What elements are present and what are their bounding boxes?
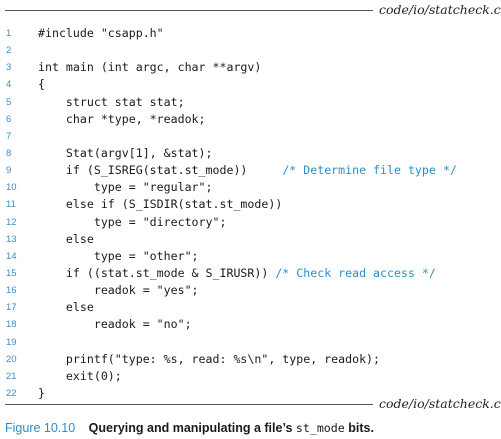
code-line: 11 else if (S_ISDIR(stat.st_mode))	[0, 196, 501, 213]
code-text: exit(0);	[38, 368, 122, 385]
line-number: 10	[6, 182, 17, 194]
code-statement: #include "csapp.h"	[38, 26, 164, 40]
code-line: 3 int main (int argc, char **argv)	[0, 59, 501, 76]
code-line: 22}	[0, 385, 501, 402]
code-statement: else	[38, 231, 94, 246]
line-number: 2	[6, 45, 12, 57]
code-line: 18 readok = "no";	[0, 316, 501, 333]
code-line: 14 type = "other";	[0, 248, 501, 265]
code-line: 9 if (S_ISREG(stat.st_mode)) /* Determin…	[0, 162, 501, 179]
code-statement: if ((stat.st_mode & S_IRUSR))	[38, 265, 276, 280]
line-number: 7	[6, 130, 12, 142]
code-line: 12 type = "directory";	[0, 214, 501, 231]
code-text: else if (S_ISDIR(stat.st_mode))	[38, 196, 282, 213]
code-statement: exit(0);	[38, 368, 122, 383]
line-number: 13	[6, 233, 17, 245]
code-line: 4{	[0, 76, 501, 93]
code-text: if ((stat.st_mode & S_IRUSR)) /* Check r…	[38, 265, 436, 282]
code-line: 10 type = "regular";	[0, 179, 501, 196]
code-line: 13 else	[0, 231, 501, 248]
code-statement: else	[38, 300, 94, 315]
code-statement: Stat(argv[1], &stat);	[38, 145, 213, 160]
caption-text-before: Querying and manipulating a file’s	[88, 421, 296, 435]
line-number: 1	[6, 28, 12, 39]
caption-text: Querying and manipulating a file’s st_mo…	[89, 421, 374, 435]
top-rule	[5, 10, 373, 11]
code-text: type = "regular";	[38, 179, 213, 196]
code-line: 8 Stat(argv[1], &stat);	[0, 145, 501, 162]
header-filename: code/io/statcheck.c	[379, 2, 501, 17]
code-comment: /* Check read access */	[275, 265, 436, 280]
line-number: 6	[6, 113, 12, 125]
code-text: {	[38, 76, 45, 93]
figure-caption: Figure 10.10 Querying and manipulating a…	[5, 421, 374, 435]
code-statement: readok = "no";	[38, 317, 192, 332]
code-text: type = "other";	[38, 248, 199, 265]
code-text: printf("type: %s, read: %s\n", type, rea…	[38, 351, 380, 368]
code-text: if (S_ISREG(stat.st_mode)) /* Determine …	[38, 162, 457, 179]
code-statement: printf("type: %s, read: %s\n", type, rea…	[38, 351, 381, 366]
line-number: 16	[6, 285, 17, 297]
code-comment: /* Determine file type */	[282, 163, 457, 178]
line-number: 20	[6, 353, 17, 365]
line-number: 9	[6, 165, 12, 177]
code-line: 6 char *type, *readok;	[0, 111, 501, 128]
code-text: int main (int argc, char **argv)	[38, 59, 261, 76]
code-line: 17 else	[0, 299, 501, 316]
code-line: 1 #include "csapp.h"	[0, 25, 501, 42]
line-number: 19	[6, 336, 17, 348]
code-text: struct stat stat;	[38, 94, 185, 111]
code-statement: char *type, *readok;	[38, 111, 206, 126]
code-text: type = "directory";	[38, 214, 227, 231]
code-line: 7	[0, 128, 501, 145]
code-line: 2	[0, 42, 501, 59]
caption-code: st_mode	[295, 421, 345, 435]
code-line: 21 exit(0);	[0, 368, 501, 385]
line-number: 18	[6, 319, 17, 331]
code-statement: }	[38, 385, 45, 400]
code-text: Stat(argv[1], &stat);	[38, 145, 213, 162]
line-number: 15	[6, 267, 17, 279]
code-statement: else if (S_ISDIR(stat.st_mode))	[38, 197, 283, 212]
code-line: 16 readok = "yes";	[0, 282, 501, 299]
code-line: 5 struct stat stat;	[0, 94, 501, 111]
line-number: 21	[6, 370, 17, 382]
code-statement: struct stat stat;	[38, 94, 185, 109]
code-statement: readok = "yes";	[38, 283, 199, 298]
code-line: 19	[0, 334, 501, 351]
line-number: 11	[6, 199, 16, 211]
bottom-rule	[5, 404, 373, 405]
code-text: char *type, *readok;	[38, 111, 206, 128]
code-text: }	[38, 385, 45, 402]
code-line: 15 if ((stat.st_mode & S_IRUSR)) /* Chec…	[0, 265, 501, 282]
code-statement: type = "regular";	[38, 180, 213, 195]
line-number: 8	[6, 147, 12, 159]
line-number: 17	[6, 302, 17, 314]
figure-label: Figure 10.10	[5, 421, 76, 435]
code-listing: 1 #include "csapp.h" 2 3 int main (int argc,…	[0, 25, 501, 402]
code-statement: {	[38, 77, 45, 92]
line-number: 5	[6, 96, 12, 108]
line-number: 22	[6, 387, 17, 399]
caption-text-after: bits.	[344, 421, 374, 435]
code-text: #include "csapp.h"	[38, 25, 164, 42]
footer-filename: code/io/statcheck.c	[379, 396, 501, 411]
code-line: 20 printf("type: %s, read: %s\n", type, …	[0, 351, 501, 368]
line-number: 14	[6, 250, 17, 262]
code-text: else	[38, 231, 94, 248]
line-number: 3	[6, 62, 12, 74]
code-statement: int main (int argc, char **argv)	[38, 60, 262, 75]
code-statement: type = "other";	[38, 248, 199, 263]
code-statement: type = "directory";	[38, 214, 227, 229]
line-number: 4	[6, 79, 12, 91]
code-text: readok = "yes";	[38, 282, 199, 299]
code-text: else	[38, 299, 94, 316]
line-number: 12	[6, 216, 17, 228]
code-text: readok = "no";	[38, 316, 192, 333]
code-statement: if (S_ISREG(stat.st_mode))	[38, 163, 283, 178]
